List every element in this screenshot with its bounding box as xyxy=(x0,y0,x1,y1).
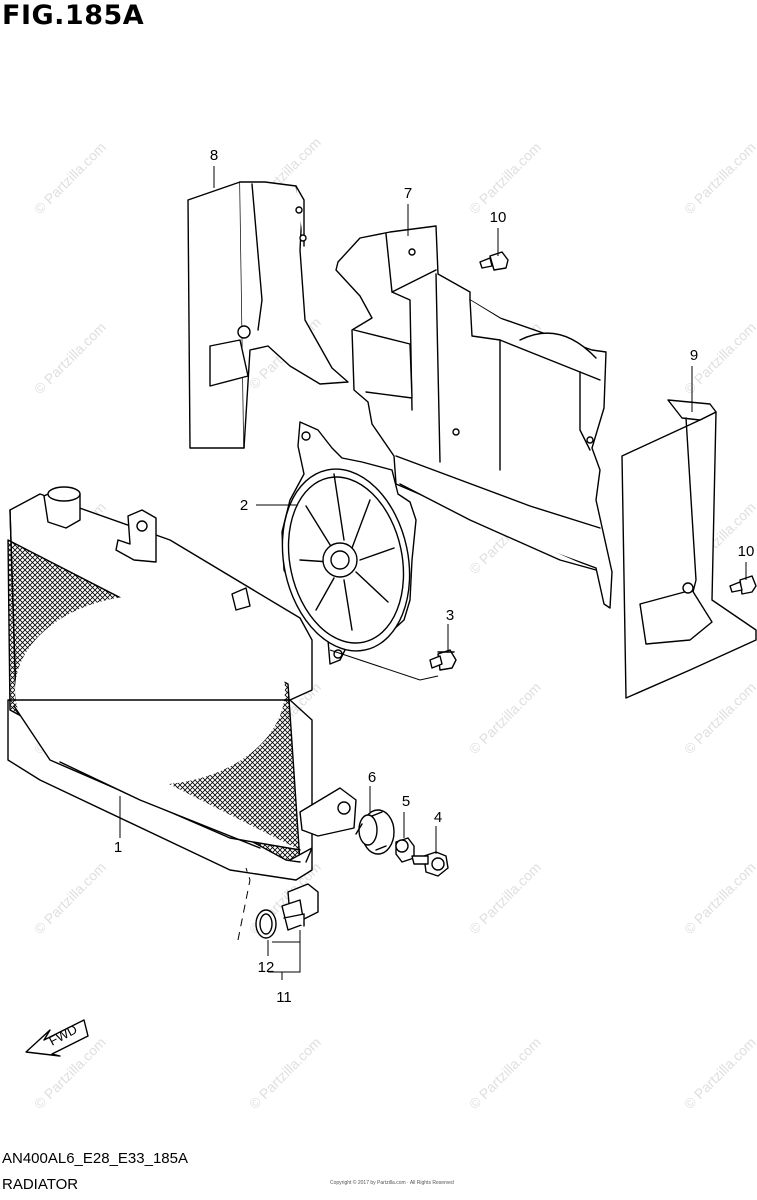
watermark: © Partzilla.com xyxy=(681,859,757,937)
copyright-note: Copyright © 2017 by Partzilla.com · All … xyxy=(330,1180,454,1186)
callout-4: 4 xyxy=(434,809,442,826)
callout-3: 3 xyxy=(446,607,454,624)
right-shroud-part xyxy=(621,399,757,699)
watermark: © Partzilla.com xyxy=(466,679,544,757)
lower-screw-part xyxy=(729,575,757,595)
figure-name: RADIATOR xyxy=(2,1176,79,1193)
callout-labels: 1 2 3 4 5 6 7 8 9 10 10 11 12 xyxy=(114,147,755,1006)
upper-duct-part xyxy=(335,225,613,609)
upper-screw-part xyxy=(479,251,509,271)
watermark: © Partzilla.com xyxy=(31,139,109,217)
watermark: © Partzilla.com xyxy=(681,679,757,757)
callout-1: 1 xyxy=(114,839,122,856)
callout-8: 8 xyxy=(210,147,218,164)
temperature-switch-part xyxy=(281,883,319,931)
leader-lines xyxy=(119,166,747,980)
watermark: © Partzilla.com xyxy=(246,1034,324,1112)
watermark: © Partzilla.com xyxy=(31,319,109,397)
callout-9: 9 xyxy=(690,347,698,364)
callout-2: 2 xyxy=(240,497,248,514)
o-ring-part xyxy=(255,909,277,939)
figure-code: AN400AL6_E28_E33_185A xyxy=(2,1150,188,1167)
collar-part xyxy=(395,837,415,863)
watermark: © Partzilla.com xyxy=(31,859,109,937)
watermark: © Partzilla.com xyxy=(681,139,757,217)
watermark: © Partzilla.com xyxy=(466,859,544,937)
fan-bolt-part xyxy=(429,649,457,671)
bolt-part xyxy=(411,851,449,877)
left-shroud-part xyxy=(187,181,349,449)
callout-5: 5 xyxy=(402,793,410,810)
callout-6: 6 xyxy=(368,769,376,786)
forward-arrow-icon: FWD xyxy=(25,1019,89,1057)
watermark: © Partzilla.com xyxy=(466,139,544,217)
callout-11: 11 xyxy=(276,989,292,1006)
callout-10-upper: 10 xyxy=(490,209,507,226)
radiator-part xyxy=(7,486,357,881)
cooling-fan-part xyxy=(281,421,417,665)
figure-title: FIG.185A xyxy=(2,0,145,31)
watermark: © Partzilla.com xyxy=(681,1034,757,1112)
watermark: © Partzilla.com xyxy=(466,1034,544,1112)
callout-7: 7 xyxy=(404,185,412,202)
callout-10-lower: 10 xyxy=(738,543,755,560)
grommet-part xyxy=(355,809,395,855)
callout-12: 12 xyxy=(258,959,275,976)
